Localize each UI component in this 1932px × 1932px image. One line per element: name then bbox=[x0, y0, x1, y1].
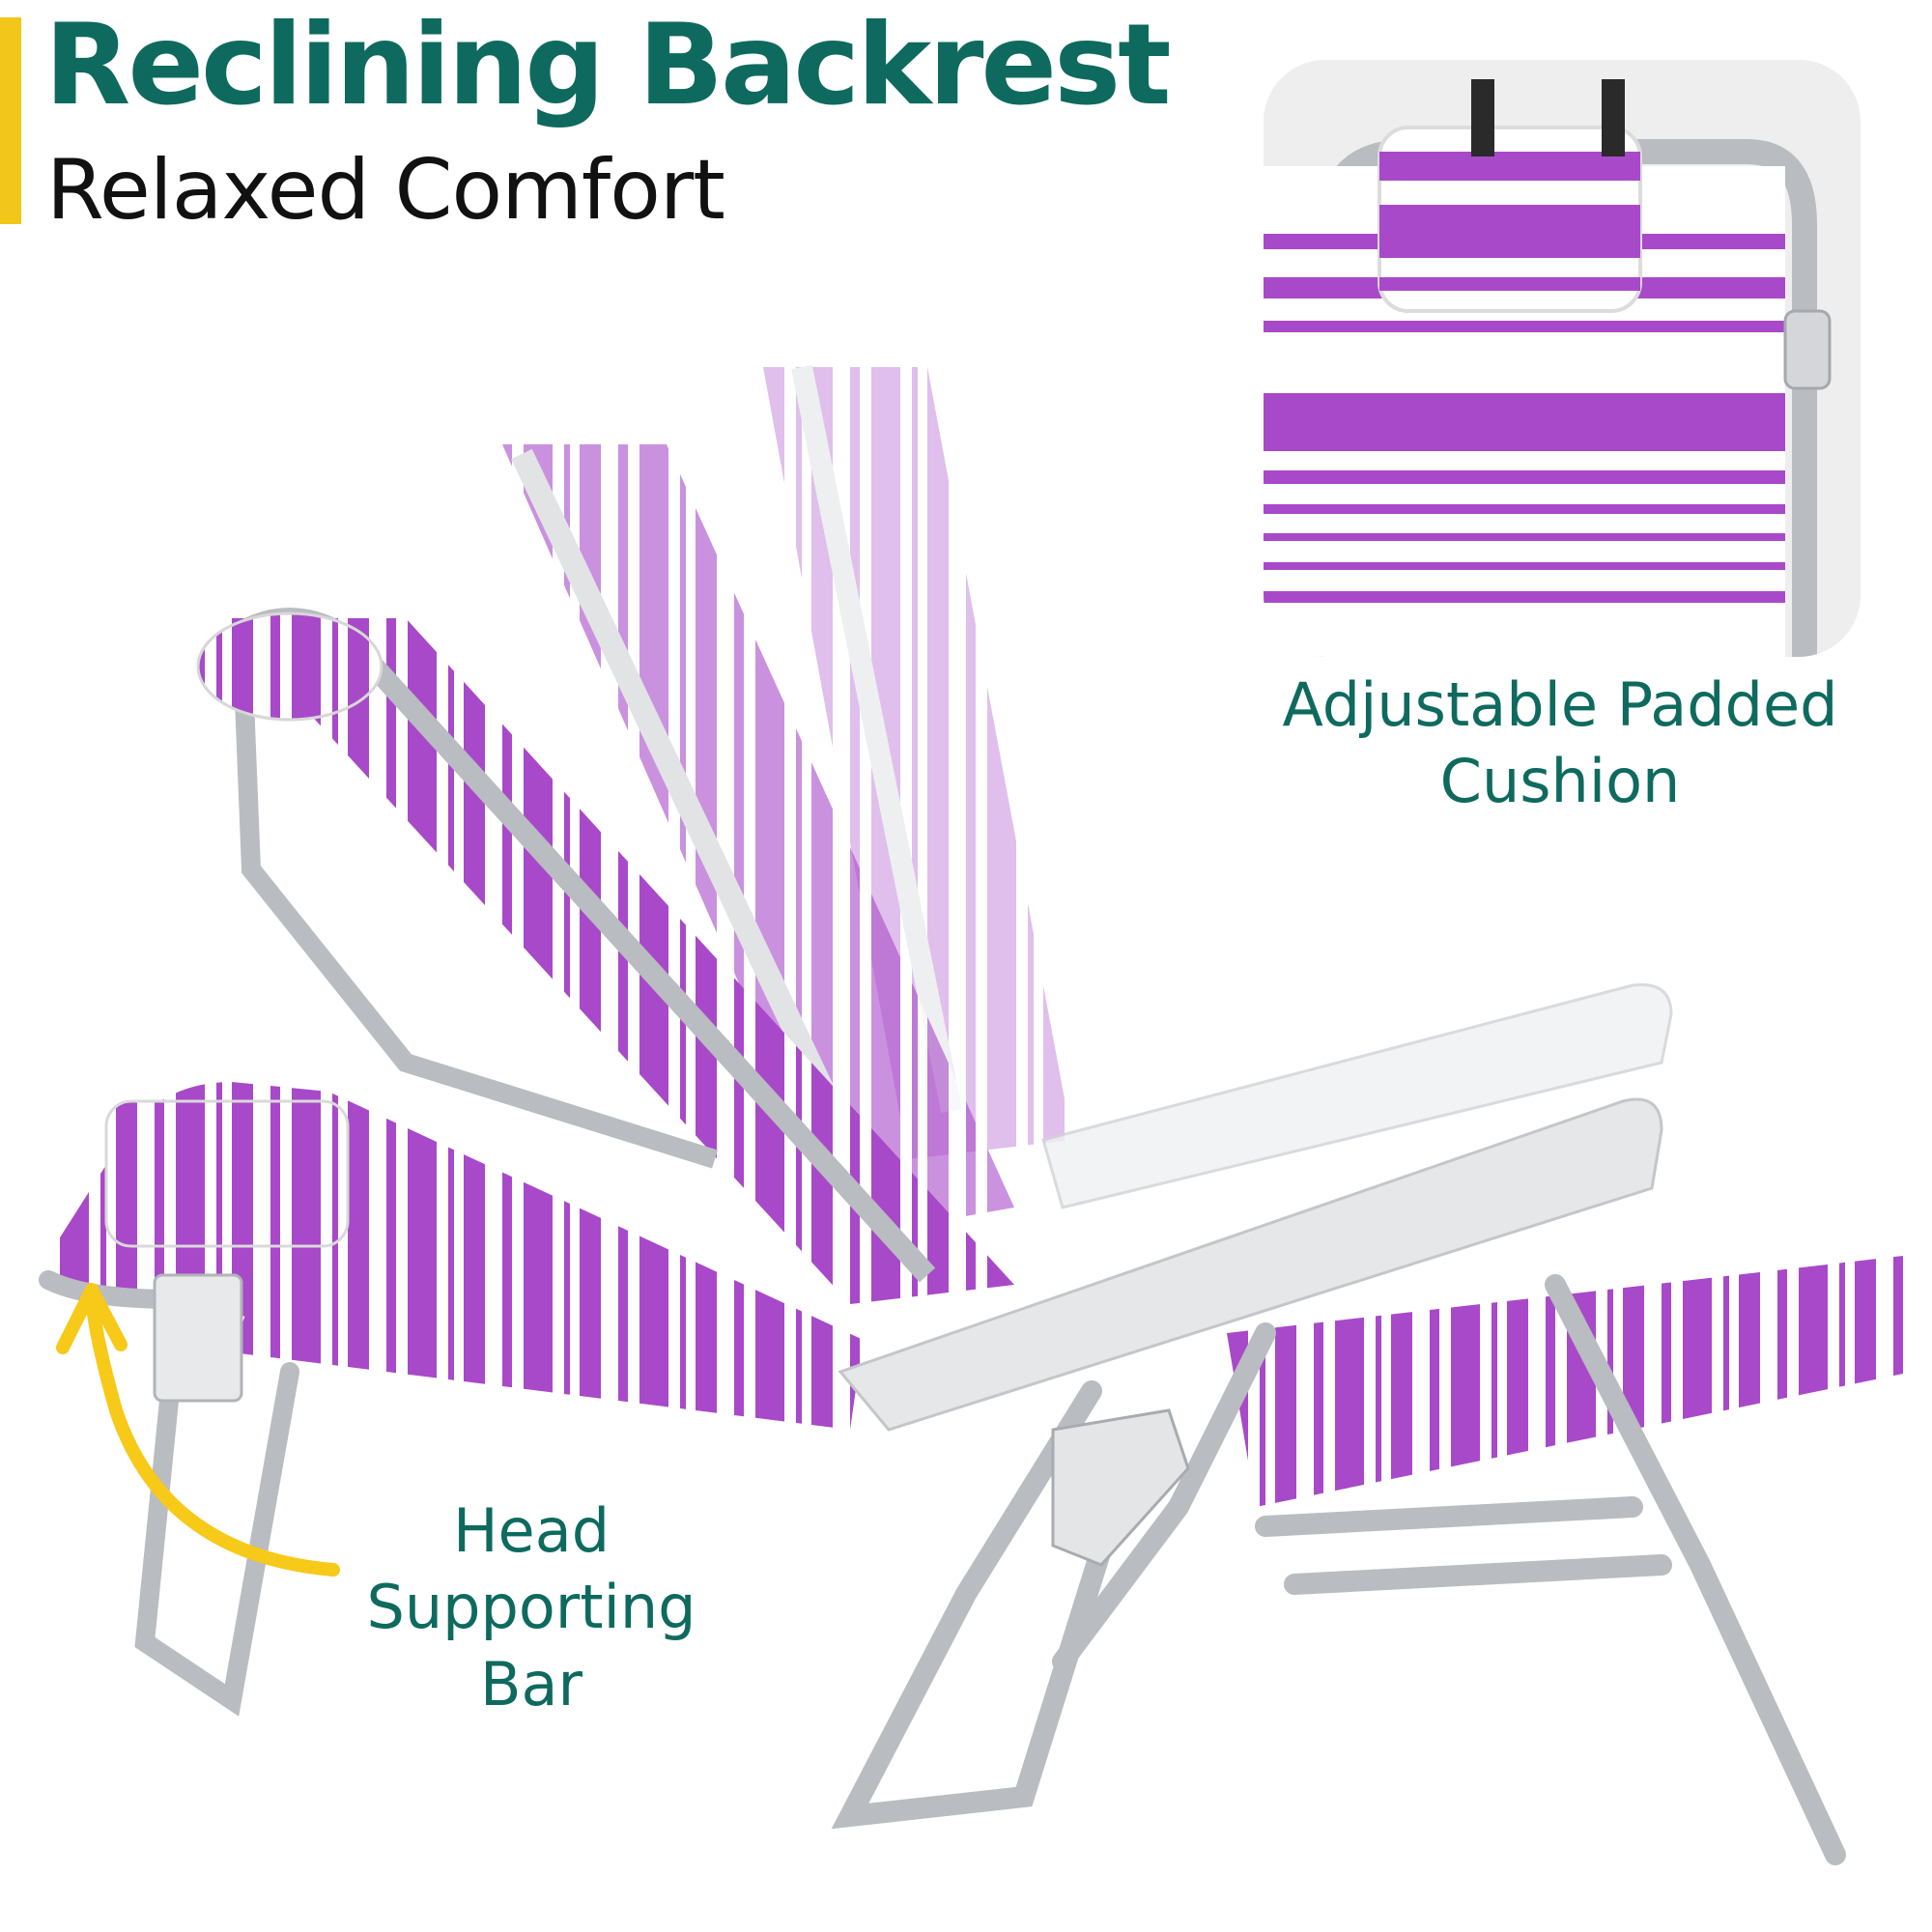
closeup-fabric bbox=[1264, 166, 1785, 657]
cushion-closeup-inset bbox=[1264, 60, 1861, 657]
callout-bar-line1: Head bbox=[452, 1495, 611, 1566]
callout-cushion-line1: Adjustable Padded bbox=[1282, 669, 1838, 740]
headline-subtitle: Relaxed Comfort bbox=[46, 142, 725, 239]
arrow-icon bbox=[85, 1293, 340, 1577]
callout-head-supporting-bar: Head Supporting Bar bbox=[338, 1492, 724, 1722]
recline-hinge bbox=[1051, 1408, 1190, 1567]
accent-bar bbox=[0, 17, 21, 224]
callout-bar-line3: Bar bbox=[479, 1648, 583, 1719]
backrest-position-ghost-3 bbox=[763, 364, 1072, 1159]
callout-bar-line2: Supporting bbox=[366, 1572, 696, 1643]
callout-cushion-line2: Cushion bbox=[1439, 746, 1681, 817]
armrests bbox=[838, 982, 1673, 1432]
arrow-head-icon bbox=[56, 1283, 128, 1354]
closeup-pillow bbox=[1378, 126, 1642, 313]
head-pillow bbox=[104, 1099, 350, 1248]
headline-title: Reclining Backrest bbox=[44, 0, 1172, 130]
cushion-closeup-illustration bbox=[1264, 60, 1861, 657]
chair-frame bbox=[831, 1274, 1846, 1865]
backrest-position-main bbox=[196, 608, 1014, 1304]
callout-adjustable-cushion: Adjustable Padded Cushion bbox=[1251, 667, 1869, 820]
